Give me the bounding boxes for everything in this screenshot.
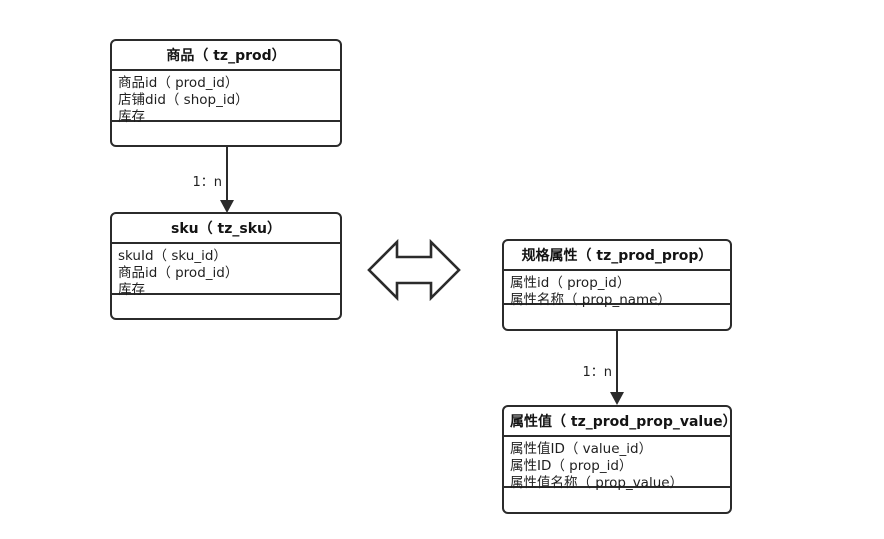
entity-tz-prod-prop-value[interactable]: 属性值（ tz_prod_prop_value） 属性值ID（ value_id… — [502, 405, 732, 514]
attribute-row: 属性id（ prop_id） — [510, 275, 631, 291]
relation-line — [226, 147, 228, 200]
relation-prod-to-sku: 1：n — [192, 147, 234, 213]
entity-attributes-tz-prod-prop: 属性id（ prop_id） 属性名称（ prop_name） — [504, 271, 730, 308]
entity-title-tz-prod-prop-value: 属性值（ tz_prod_prop_value） — [504, 407, 730, 437]
attribute-row: 库存 — [118, 109, 145, 125]
attribute-row: 商品id（ prod_id） — [118, 265, 239, 281]
entity-title-tz-prod: 商品（ tz_prod） — [112, 41, 340, 71]
entity-tz-prod-prop[interactable]: 规格属性（ tz_prod_prop） 属性id（ prop_id） 属性名称（… — [502, 239, 732, 331]
entity-attributes-tz-sku: skuId（ sku_id） 商品id（ prod_id） 库存 — [112, 244, 340, 298]
attribute-row: 属性值ID（ value_id） — [510, 441, 653, 457]
entity-title-tz-sku: sku（ tz_sku） — [112, 214, 340, 244]
relation-prop-to-prop-value: 1：n — [582, 331, 624, 406]
relation-label: 1：n — [192, 175, 222, 190]
relation-line — [616, 331, 618, 392]
attribute-row: skuId（ sku_id） — [118, 248, 227, 264]
attribute-row: 库存 — [118, 282, 145, 298]
entity-tz-prod[interactable]: 商品（ tz_prod） 商品id（ prod_id） 店铺did（ shop_… — [110, 39, 342, 147]
entity-tz-sku[interactable]: sku（ tz_sku） skuId（ sku_id） 商品id（ prod_i… — [110, 212, 342, 320]
relation-arrowhead — [220, 200, 234, 213]
attribute-row: 商品id（ prod_id） — [118, 75, 239, 91]
relation-label: 1：n — [582, 365, 612, 380]
attribute-row: 属性值名称（ prop_value） — [510, 475, 684, 491]
entity-title-tz-prod-prop: 规格属性（ tz_prod_prop） — [504, 241, 730, 271]
attribute-row: 属性名称（ prop_name） — [510, 292, 671, 308]
attribute-row: 属性ID（ prop_id） — [510, 458, 633, 474]
bidirectional-arrow-icon — [366, 235, 462, 305]
entity-attributes-tz-prod-prop-value: 属性值ID（ value_id） 属性ID（ prop_id） 属性值名称（ p… — [504, 437, 730, 491]
relation-arrowhead — [610, 392, 624, 405]
entity-attributes-tz-prod: 商品id（ prod_id） 店铺did（ shop_id） 库存 — [112, 71, 340, 125]
attribute-row: 店铺did（ shop_id） — [118, 92, 249, 108]
